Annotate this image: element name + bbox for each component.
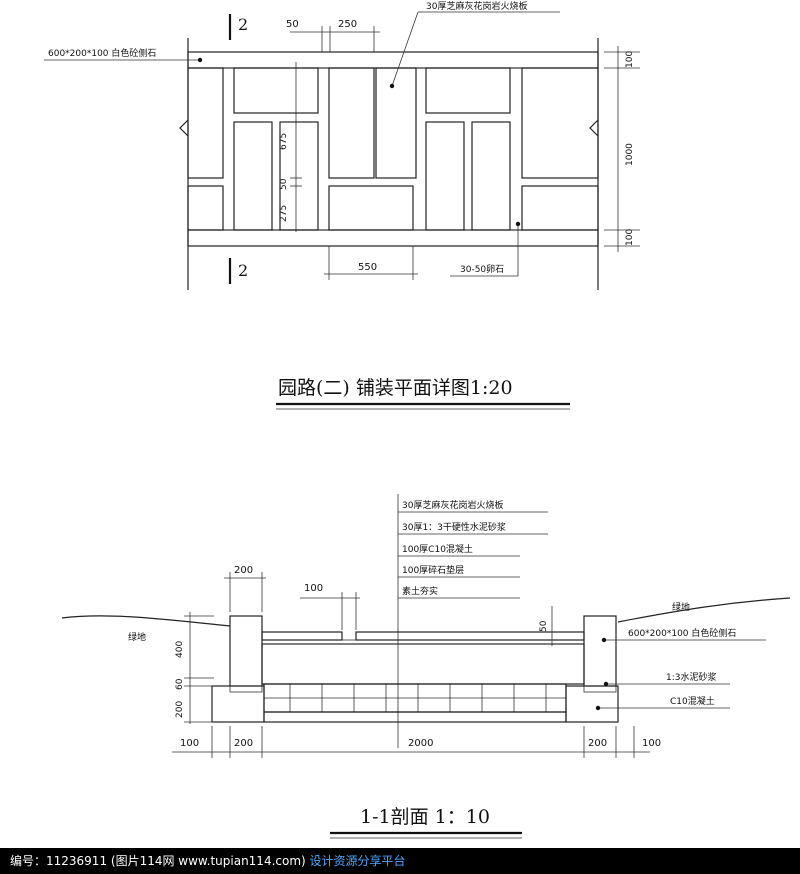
section-bottom-dim-2: 200 [234,738,253,749]
section-layer-1: 30厚芝麻灰花岗岩火烧板 [402,499,503,511]
section-bottom-dim-4: 200 [588,738,607,749]
plan-dim-1000: 1000 [625,143,635,166]
plan-dim-50: 50 [286,19,299,30]
plan-bottom-curb [187,229,599,247]
plan-pebble-field [187,67,599,231]
section-bottom-dim-3: 2000 [408,738,433,749]
section-dim-200-top: 200 [234,565,253,576]
plan-dim-100-top: 100 [625,51,635,68]
plan-dim-550: 550 [358,262,377,273]
cad-drawing: 50 250 2 2 30厚芝麻灰花岗岩火烧板 600*200*100 白色砼侧… [44,0,791,839]
section-curb-left [229,615,263,687]
section-layer-5: 素土夯实 [402,585,438,597]
section-title: 1-1剖面 1：10 [360,806,490,828]
plan-view: 50 250 2 2 30厚芝麻灰花岗岩火烧板 600*200*100 白色砼侧… [44,0,640,410]
footer-tagline[interactable]: 设计资源分享平台 [305,854,406,868]
plan-dim-250: 250 [338,19,357,30]
footer-bar: 编号：11236911 (图片114网 www.tupian114.com) 设… [0,848,800,874]
plan-label-pebble: 30-50卵石 [460,264,504,275]
section-label-mortar: 1:3水泥砂浆 [666,671,717,683]
section-dim-60: 60 [175,678,185,690]
section-view: 30厚芝麻灰花岗岩火烧板 30厚1：3干硬性水泥砂浆 100厚C10混凝土 10… [61,494,791,839]
section-bottom-dim-1: 100 [180,738,199,749]
section-dim-400: 400 [175,641,185,658]
section-label-curb: 600*200*100 白色砼侧石 [628,627,736,639]
plan-dim-100-bottom: 100 [625,229,635,246]
plan-dim-275: 275 [279,205,289,222]
plan-top-curb [187,51,599,69]
plan-granite-slabs [187,67,599,231]
section-mark-bottom: 2 [238,261,248,280]
plan-title: 园路(二) 铺装平面详图1:20 [278,377,513,399]
section-bottom-dim-5: 100 [642,738,661,749]
section-dim-200-vert: 200 [175,701,185,718]
section-layer-4: 100厚碎石垫层 [402,564,464,576]
section-dim-50: 50 [539,620,549,632]
section-layer-3: 100厚C10混凝土 [402,543,473,555]
footer-text: 编号：11236911 (图片114网 www.tupian114.com) [10,854,306,868]
plan-dim-50-vert: 50 [279,178,289,190]
section-label-concrete: C10混凝土 [670,695,715,707]
section-label-green-right: 绿地 [672,601,690,613]
plan-label-curb: 600*200*100 白色砼侧石 [48,47,156,59]
section-mark-top: 2 [238,15,248,34]
plan-dim-675: 675 [279,133,289,150]
plan-label-top-slab: 30厚芝麻灰花岗岩火烧板 [426,0,527,12]
section-curb-right [583,615,617,687]
section-layer-2: 30厚1：3干硬性水泥砂浆 [402,521,506,533]
section-dim-100-gap: 100 [304,583,323,594]
section-label-green-left: 绿地 [128,631,146,643]
